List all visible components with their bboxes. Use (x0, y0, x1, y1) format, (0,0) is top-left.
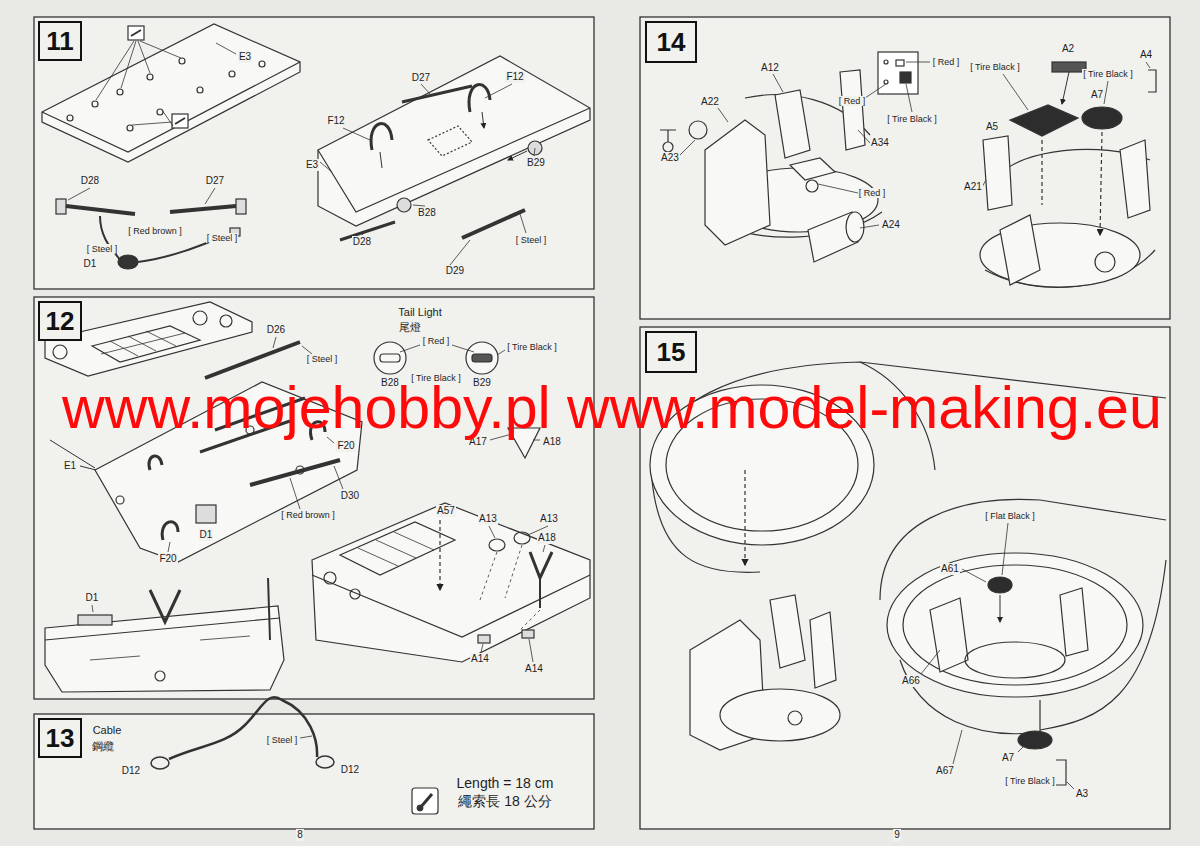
part-number: A67 (935, 765, 955, 777)
step-number-box: 14 (645, 21, 697, 63)
color-callout: [ Red ] (932, 57, 961, 67)
part-number: A12 (760, 62, 780, 74)
part-number: A14 (470, 653, 490, 665)
color-callout: [ Steel ] (306, 354, 339, 364)
part-number: A34 (870, 137, 890, 149)
part-number: F12 (326, 115, 345, 127)
part-number: B29 (526, 157, 546, 169)
part-number: A22 (700, 96, 720, 108)
step-number: 13 (46, 723, 75, 754)
part-number: A23 (660, 152, 680, 164)
color-callout: [ Tire Black ] (969, 62, 1021, 72)
part-number: A4 (1139, 49, 1153, 61)
color-callout: [ Tire Black ] (506, 342, 558, 352)
part-number: D28 (352, 236, 372, 248)
part-number: A21 (963, 181, 983, 193)
part-number: D27 (205, 175, 225, 187)
part-number: F12 (505, 71, 524, 83)
part-number: A61 (940, 563, 960, 575)
step-11-parts (42, 24, 590, 269)
step-12-parts (45, 302, 590, 692)
part-number: F20 (158, 553, 177, 565)
step-panels (34, 17, 1170, 829)
step-number-box: 11 (38, 21, 82, 61)
page-number: 9 (893, 829, 901, 841)
color-callout: [ Tire Black ] (1082, 69, 1134, 79)
part-number: A2 (1061, 43, 1075, 55)
part-number: D12 (121, 765, 141, 777)
part-number: B28 (417, 207, 437, 219)
heading-label: 尾燈 (398, 321, 422, 334)
part-number: D1 (199, 529, 214, 541)
step-14-parts (660, 52, 1156, 287)
part-number: A3 (1075, 788, 1089, 800)
color-callout: [ Flat Black ] (984, 511, 1036, 521)
part-number: A66 (901, 675, 921, 687)
heading-label: 鋼纜 (91, 740, 115, 753)
part-number: D30 (340, 490, 360, 502)
heading-label: Tail Light (397, 306, 442, 319)
color-callout: [ Red brown ] (280, 510, 336, 520)
watermark: www.mojehobby.pl www.model-making.eu (62, 375, 1162, 440)
color-callout: [ Steel ] (515, 235, 548, 245)
color-callout: [ Steel ] (86, 244, 119, 254)
step-number: 11 (46, 26, 74, 57)
color-callout: [ Steel ] (206, 233, 239, 243)
color-callout: [ Red ] (422, 336, 451, 346)
color-callout: [ Tire Black ] (886, 114, 938, 124)
part-number: D26 (266, 324, 286, 336)
part-number: A7 (1001, 752, 1015, 764)
part-number: A13 (478, 513, 498, 525)
part-number: D12 (340, 764, 360, 776)
part-number: D1 (83, 258, 98, 270)
color-callout: [ Red ] (838, 96, 867, 106)
part-number: D29 (445, 265, 465, 277)
part-number: A57 (436, 505, 456, 517)
cable-part (151, 697, 438, 814)
part-number: A18 (537, 532, 557, 544)
step-number-box: 12 (38, 301, 82, 341)
part-number: E3 (238, 51, 252, 63)
part-number: D1 (85, 592, 100, 604)
step-number-box: 13 (38, 718, 82, 758)
step-number: 15 (657, 337, 686, 368)
part-number: D27 (411, 72, 431, 84)
part-number: A24 (881, 219, 901, 231)
part-number: D28 (80, 175, 100, 187)
color-callout: [ Red brown ] (127, 226, 183, 236)
color-callout: [ Tire Black ] (1004, 776, 1056, 786)
part-number: A14 (524, 663, 544, 675)
step-number-box: 15 (645, 331, 697, 373)
part-number: E3 (305, 159, 319, 171)
page-number: 8 (296, 829, 304, 841)
part-number: E1 (63, 460, 77, 472)
part-number: A13 (539, 513, 559, 525)
part-number: A7 (1090, 89, 1104, 101)
part-number: A5 (985, 121, 999, 133)
length-note: Length = 18 cm (456, 775, 555, 791)
step-number: 12 (46, 306, 75, 337)
step-number: 14 (657, 27, 686, 58)
part-number: F20 (336, 440, 355, 452)
color-callout: [ Steel ] (266, 735, 299, 745)
color-callout: [ Red ] (858, 188, 887, 198)
length-note: 繩索長 18 公分 (457, 793, 552, 809)
heading-label: Cable (92, 724, 123, 737)
